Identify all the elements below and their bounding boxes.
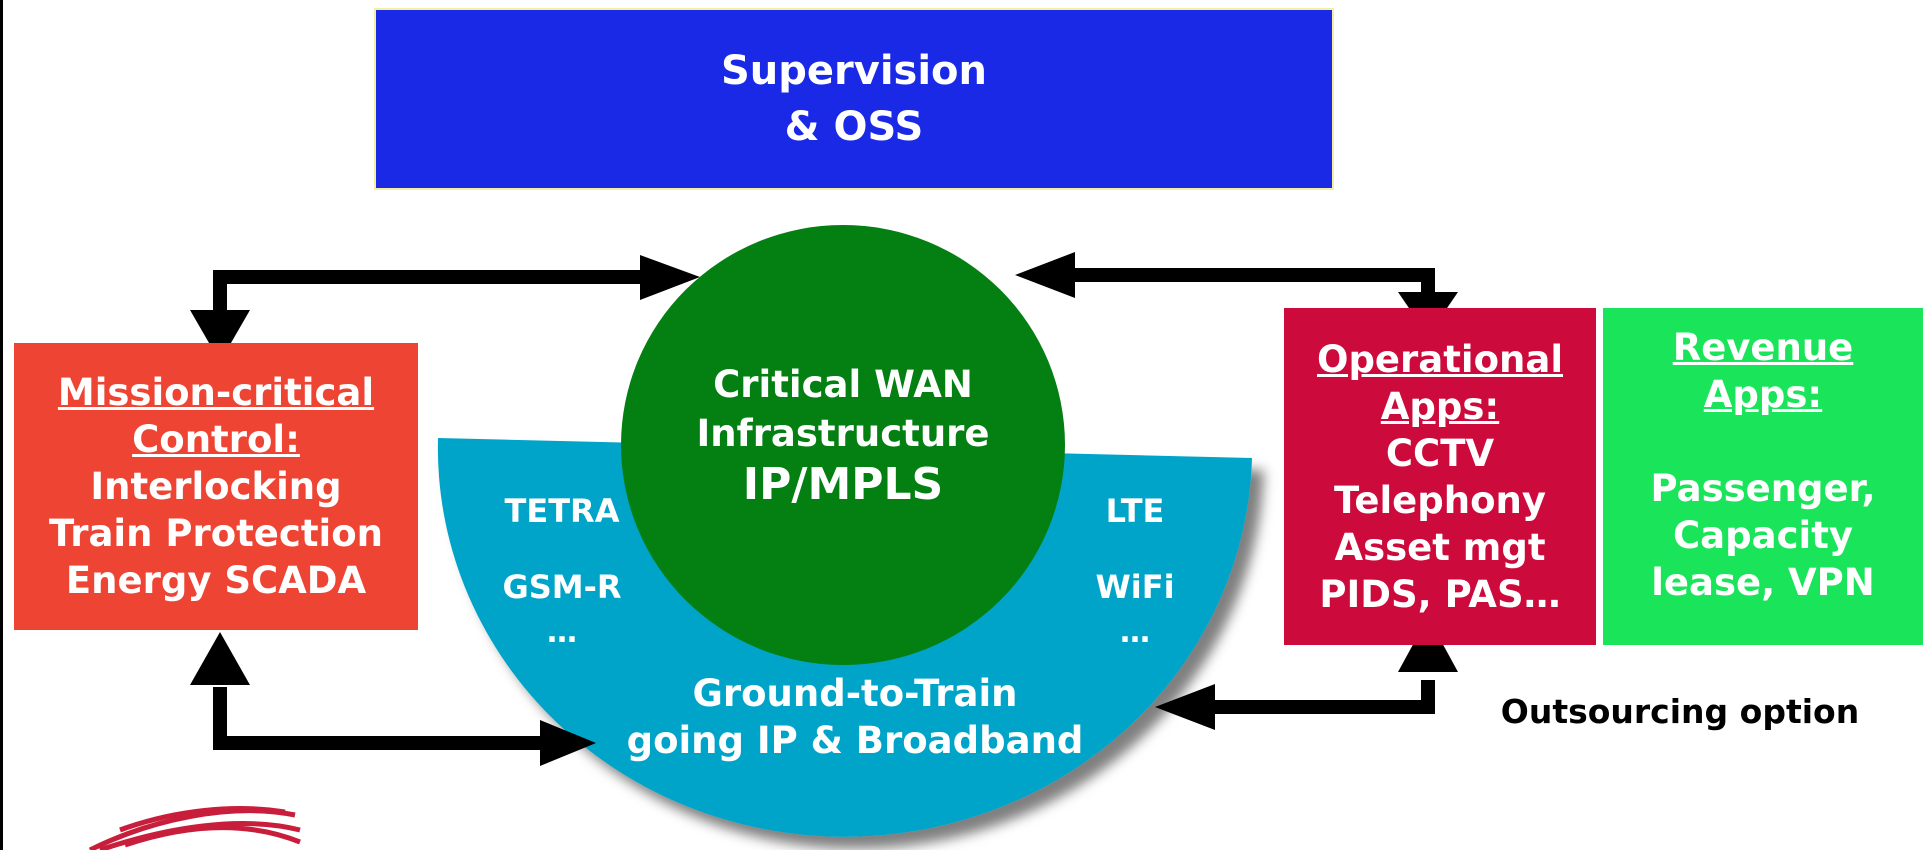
operational-item: CCTV xyxy=(1385,431,1495,475)
connector-lines xyxy=(213,268,1435,750)
operational-item: Asset mgt xyxy=(1334,525,1546,569)
arrow-right-wan-top-icon xyxy=(640,255,700,300)
left-frame-line xyxy=(0,0,3,850)
mission-item: Train Protection xyxy=(49,512,383,555)
arrow-left-ground-icon xyxy=(1155,684,1215,730)
connector-mission-top xyxy=(213,270,662,312)
ground-to-train-label: Ground-to-Train going IP & Broadband xyxy=(600,670,1110,764)
wan-label: Critical WAN Infrastructure IP/MPLS xyxy=(663,360,1023,512)
ground-left-tetra: TETRA xyxy=(504,492,620,530)
revenue-title2: Apps: xyxy=(1703,373,1823,416)
mission-title1: Mission-critical xyxy=(57,371,375,414)
wan-line1: Critical WAN xyxy=(713,363,973,406)
revenue-item: Passenger, xyxy=(1650,467,1876,510)
ground-left-gsmr: GSM-R xyxy=(502,568,622,606)
operational-title2: Apps: xyxy=(1380,384,1500,428)
mission-critical-box: Mission-critical Control: Interlocking T… xyxy=(14,343,418,630)
company-logo xyxy=(88,806,301,850)
operational-item: Telephony xyxy=(1334,478,1546,522)
mission-item: Energy SCADA xyxy=(65,559,367,602)
connector-operational-bottom xyxy=(1205,680,1435,714)
operational-title1: Operational xyxy=(1316,337,1564,381)
supervision-box: Supervision & OSS xyxy=(376,10,1332,188)
wan-line3: IP/MPLS xyxy=(742,459,944,510)
supervision-line1: Supervision xyxy=(720,48,988,94)
arrow-up-mission-icon xyxy=(190,632,250,685)
ground-right-wifi: WiFi xyxy=(1095,568,1175,606)
arrow-right-ground-icon xyxy=(540,720,596,766)
revenue-apps-box: Revenue Apps: Passenger, Capacity lease,… xyxy=(1603,308,1923,645)
mission-item: Interlocking xyxy=(90,465,342,508)
outsourcing-option-label: Outsourcing option xyxy=(1500,692,1860,731)
revenue-item: Capacity xyxy=(1673,514,1853,557)
supervision-line2: & OSS xyxy=(784,104,924,150)
ground-right-lte: LTE xyxy=(1105,492,1165,530)
wan-line2: Infrastructure xyxy=(696,412,990,455)
connector-operational-top xyxy=(1068,268,1435,295)
critical-wan-circle xyxy=(621,225,1065,665)
ground-left-ellipsis: … xyxy=(547,615,577,650)
mission-title2: Control: xyxy=(132,418,300,461)
revenue-item: lease, VPN xyxy=(1651,561,1875,604)
ground-right-ellipsis: … xyxy=(1120,615,1150,650)
ground-line1: Ground-to-Train xyxy=(692,672,1018,715)
operational-item: PIDS, PAS… xyxy=(1319,572,1561,616)
arrow-left-wan-top-icon xyxy=(1015,252,1075,298)
revenue-title1: Revenue xyxy=(1672,326,1854,369)
arrow-down-mission-icon xyxy=(190,310,250,362)
ground-line2: going IP & Broadband xyxy=(626,719,1084,762)
connector-mission-bottom xyxy=(213,687,565,750)
operational-apps-box: Operational Apps: CCTV Telephony Asset m… xyxy=(1284,308,1596,645)
